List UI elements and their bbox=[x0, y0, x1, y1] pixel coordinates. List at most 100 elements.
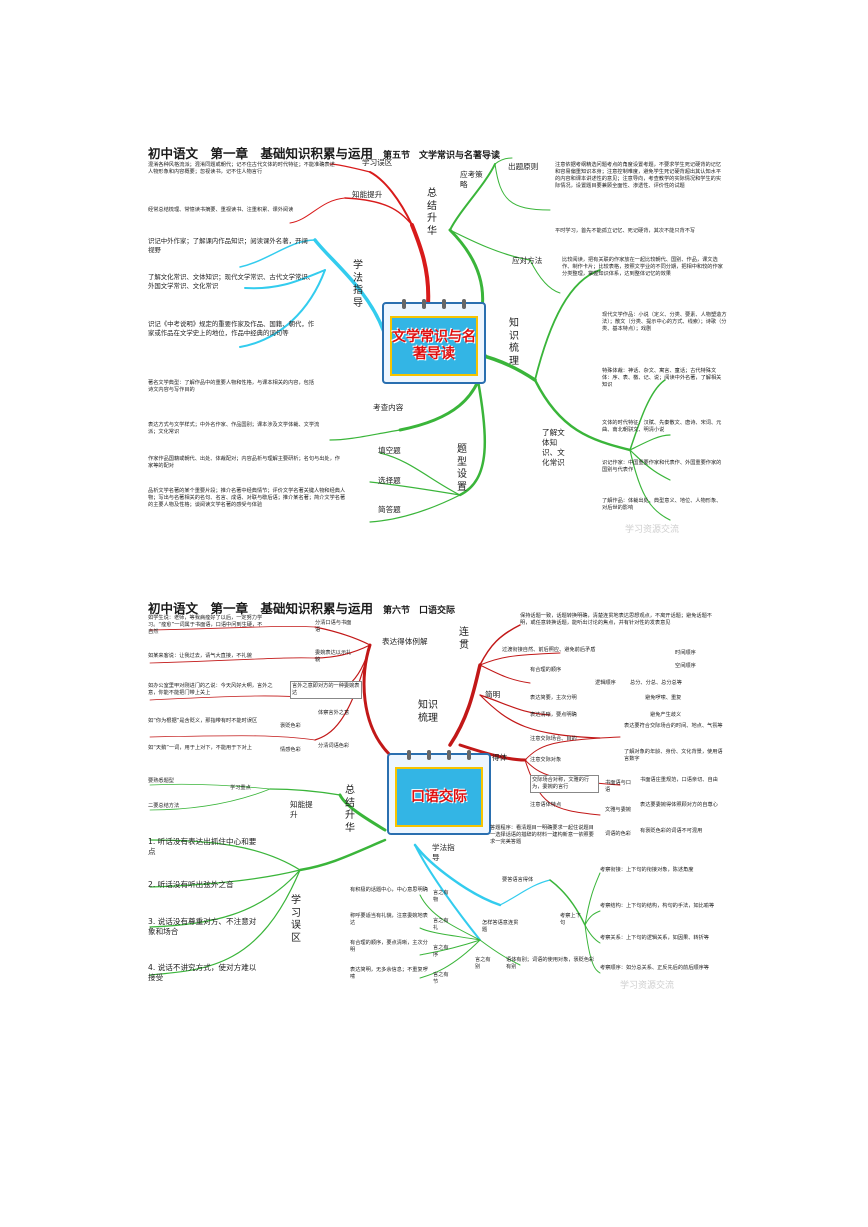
node-jd-text: 品析文学名著的某个重要片段；推介名著中经典情节；评价文学名著关键人物和经典人物；… bbox=[148, 488, 346, 508]
label-erli: 二要总结方法 bbox=[148, 803, 180, 809]
label-zhuyi-changhe: 注意交际场合、目的 bbox=[530, 736, 577, 742]
node-ts-text: 特殊体裁：神话、杂文、寓言、童话；古代特殊文体：序、表、檄、记、说；阅读中外名著… bbox=[602, 368, 722, 388]
node-ex5-text: 如“天鹅”一词，用于上对下，不能用于下对上 bbox=[148, 745, 252, 751]
node-yan-box: 言外之意即对方的一种委婉表达 bbox=[290, 681, 362, 699]
branch-zhishi: 知识梳理 bbox=[418, 700, 438, 724]
label-w3: 3. 说话没有尊重对方、不注意对象和场合 bbox=[148, 917, 257, 936]
label-w2: 2. 听话没有听出弦外之音 bbox=[148, 880, 234, 889]
branch-jianming: 简明 bbox=[485, 690, 501, 699]
node-yw2-text: 称呼要适当有礼貌，注意委婉地表达 bbox=[350, 913, 428, 926]
node-xf1-text: 识记中外作家；了解课内作品知识；阅读课外名著，开阔视野 bbox=[148, 237, 308, 254]
label-youheli: 有合理的顺序 bbox=[530, 667, 562, 673]
mindmap-literature: 初中语文 第一章 基础知识积累与运用第五节 文学常识与名著导读 bbox=[130, 140, 730, 540]
label-luoji: 逻辑顺序 bbox=[595, 680, 616, 686]
node-xf2-text: 了解文化常识、文体知识；现代文学常识、古代文学常识、外国文学常识、文化常识 bbox=[148, 273, 315, 290]
label-shijian: 时间顺序 bbox=[675, 650, 696, 656]
node-wuqu-text: 混淆各种风格流派；混淆同题或朝代；记不住古代文体的时代特征；不能准确表述人物形象… bbox=[148, 162, 335, 175]
node-xd-text: 现代文学作品：小说（定义、分类、要素、人物塑造方法）；散文（分类、提示中心的方式… bbox=[602, 312, 727, 332]
page-header: 初中语文 第一章 基础知识积累与运用第六节 口语交际 bbox=[148, 601, 456, 616]
branch-zhineng: 知能提升 bbox=[290, 800, 313, 819]
node-ying-text: 平时学习，首先不能孤立记忆、死记硬背，其次不能只背不写 bbox=[555, 228, 696, 234]
branch-zhishi: 知识梳理 bbox=[509, 318, 519, 367]
label-yingdui: 应对方法 bbox=[512, 256, 543, 265]
label-yy5: 言之有别 bbox=[475, 957, 491, 970]
label-yy2: 言之有礼 bbox=[433, 918, 449, 931]
node-yz-text: 注意依据考纲精选问题考点的角度设置考题，不要求学生死记硬背的记忆和容易偏重知识本… bbox=[555, 162, 722, 189]
node-yw5-text: 语体有别；词语的使用对象，褒贬色彩有别 bbox=[506, 957, 595, 970]
watermark: 学习资源交流 bbox=[625, 525, 680, 535]
node-ex2-text: 如某来客说：让我过去，请气大直接，不礼貌 bbox=[148, 653, 252, 659]
label-jianda: 简答题 bbox=[378, 505, 401, 514]
label-guoduo: 过渡衔接自然、前后照应、避免前后矛盾 bbox=[502, 647, 596, 653]
branch-lianguan: 连贯 bbox=[459, 627, 469, 651]
label-zhineng-tisheng: 知能提升 bbox=[352, 190, 383, 199]
label-w4: 4. 说话不讲究方式，使对方难以接受 bbox=[148, 963, 257, 982]
node-sx3-text: 考察关系：上下句的逻辑关系，如因果、转折等 bbox=[600, 935, 709, 941]
branch-xuefa: 学法指导 bbox=[432, 843, 455, 862]
label-luoji-sub: 总分、分总、总分总等 bbox=[630, 680, 682, 686]
label-qinggan: 情感色彩 bbox=[280, 747, 301, 753]
label-wenya: 文雅与委婉 bbox=[605, 807, 631, 813]
branch-wuqu: 学习误区 bbox=[291, 895, 301, 944]
label-chuti: 出题原则 bbox=[508, 162, 539, 171]
node-fangfa-text: 比较阅读，把有关联的作家放在一起比较朝代、国别、作品，课文选作、制作卡片；比较表… bbox=[562, 257, 723, 277]
node-ex1-text: 如学生说：老师，等我病痊好了以后，一定努力学习。“痊愈”一词属于书面语，口语中问… bbox=[148, 615, 263, 635]
node-xf3-text: 识记《中考说明》规定的重要作家及作品、国籍、朝代，作家或作品在文学史上的地位，作… bbox=[148, 320, 315, 337]
label-fenqing: 分清口语与书面语 bbox=[315, 620, 352, 633]
node-lz-text: 了解作品：体裁出处、典型意义、地位、人物形象、对后世的影响 bbox=[602, 498, 722, 511]
node-kc1-text: 著名文学典型：了解作品中的重要人物和性格，与课本相关的内容，包括诗文内容与写作目… bbox=[148, 380, 315, 393]
label-tichayan: 体察言外之意 bbox=[318, 710, 350, 716]
branch-xuefa: 学法指导 bbox=[353, 260, 363, 309]
label-xuanze: 选择题 bbox=[378, 476, 401, 485]
page-header: 初中语文 第一章 基础知识积累与运用第五节 文学常识与名著导读 bbox=[148, 146, 501, 161]
label-yy1: 言之有物 bbox=[433, 890, 449, 903]
label-qingxi: 表达清晰，要点明确 bbox=[530, 712, 577, 718]
label-shumian: 书面语与口语 bbox=[605, 780, 631, 793]
label-kongjian: 空间顺序 bbox=[675, 663, 696, 669]
label-fenqingci: 分清词语色彩 bbox=[318, 743, 350, 749]
node-dt-text: 答题程序：看清题目一明确要求一起住说题目一选择话语的措辞的材料一建构新意一依照要… bbox=[490, 825, 594, 845]
node-wy-text: 表达要委婉得体照顾对方的自尊心 bbox=[640, 802, 718, 808]
label-zhuyi-duixiang: 注意交际对象 bbox=[530, 757, 562, 763]
node-lg1-text: 保持话题一致，话题转换明确，清楚连贯地表达思想观点，不离开话题；避免话题不明，或… bbox=[520, 613, 712, 626]
label-w1: 1. 听话没有表达出抓住中心和要点 bbox=[148, 837, 257, 856]
watermark: 学习资源交流 bbox=[620, 981, 675, 991]
node-sx2-text: 考察结构：上下句的结构，构句的手法，如比喻等 bbox=[600, 903, 715, 909]
label-kaocha-shangxia: 考察上下句 bbox=[560, 913, 581, 926]
connector-lines bbox=[149, 624, 621, 979]
label-ciyu: 词语的色彩 bbox=[605, 831, 631, 837]
label-yy3: 言之有序 bbox=[433, 945, 449, 958]
node-hd-box: 交际场合对称，文雅的行为，委婉的言行 bbox=[530, 775, 599, 793]
label-yaoda: 要答语言得体 bbox=[502, 877, 534, 883]
node-ws-text: 文体的时代特征：汉赋、先秦散文、唐诗、宋词、元曲、南北朝骈文、明清小说 bbox=[602, 420, 722, 433]
label-tiankong: 填空题 bbox=[378, 446, 401, 455]
label-bimian: 避免啰嗦、重复 bbox=[645, 695, 682, 701]
node-yw1-text: 有积极的话题中心，中心意思明确 bbox=[350, 887, 428, 893]
label-kaocha: 考查内容 bbox=[373, 403, 404, 412]
node-cy-text: 有褒贬色彩的词语不可混用 bbox=[640, 828, 703, 834]
label-zenyang: 怎样答语意连贯题 bbox=[482, 920, 519, 933]
mindmap-oral-communication: 初中语文 第一章 基础知识积累与运用第六节 口语交际 bbox=[130, 595, 730, 995]
label-bimian2: 避免产生歧义 bbox=[650, 712, 682, 718]
node-tisheng-text: 经常总结梳理、常憶读书摘要、重视读书、注重积累、课外阅读 bbox=[148, 207, 294, 213]
branch-liaojie: 了解文体知识、文化常识 bbox=[542, 428, 565, 467]
node-sj-text: 识记作家：中国重要作家和代表作、外国重要作家的国别与代表作 bbox=[602, 460, 722, 473]
node-ex3-text: 如办公室里甲对刚进门的乙说：今天风好大啊，言外之意，你能不能把门带上关上 bbox=[148, 683, 273, 696]
label-zhuyi-yuti: 注意语体特点 bbox=[530, 802, 562, 808]
label-xuexi-wuqu: 学习误区 bbox=[362, 158, 393, 167]
node-kc2-text: 表达方式与文学样式；中外名作家、作品国别；课本涉及文学体裁、文学流派；文化常识 bbox=[148, 422, 320, 435]
node-sx4-text: 考察顺序：如分总关系、正反先后的前后顺序等 bbox=[600, 965, 709, 971]
node-tk-text: 作家作品国籍或朝代、出处、体裁配对；内容品析与理解主要研析；名句与出处，作家等的… bbox=[148, 456, 340, 469]
node-ex4-text: 如“你为根据”是含贬义，那指带有时不能时误区 bbox=[148, 718, 258, 724]
label-zhongdian: 学习重点 bbox=[230, 785, 251, 791]
node-sm-text: 书面语庄重规范，口语亲切、自由 bbox=[640, 777, 718, 783]
node-yw4-text: 表达简明，无多余信息；不重复啰嗦 bbox=[350, 967, 428, 980]
label-weiwan: 委婉表达以示礼貌 bbox=[315, 650, 352, 663]
center-node: 文学常识与名著导读 bbox=[382, 299, 486, 384]
branch-tixing: 题型设置 bbox=[457, 444, 467, 493]
label-wuli: 要熟悉题型 bbox=[148, 778, 174, 784]
branch-zongjie: 总结升华 bbox=[427, 188, 437, 237]
node-cs-text: 表达要符合交际场合的时间、地点、气氛等 bbox=[624, 723, 723, 729]
center-title: 口语交际 bbox=[411, 788, 467, 805]
node-dx-text: 了解对象的年龄、身份、文化背景，使用语言数字 bbox=[624, 749, 723, 762]
